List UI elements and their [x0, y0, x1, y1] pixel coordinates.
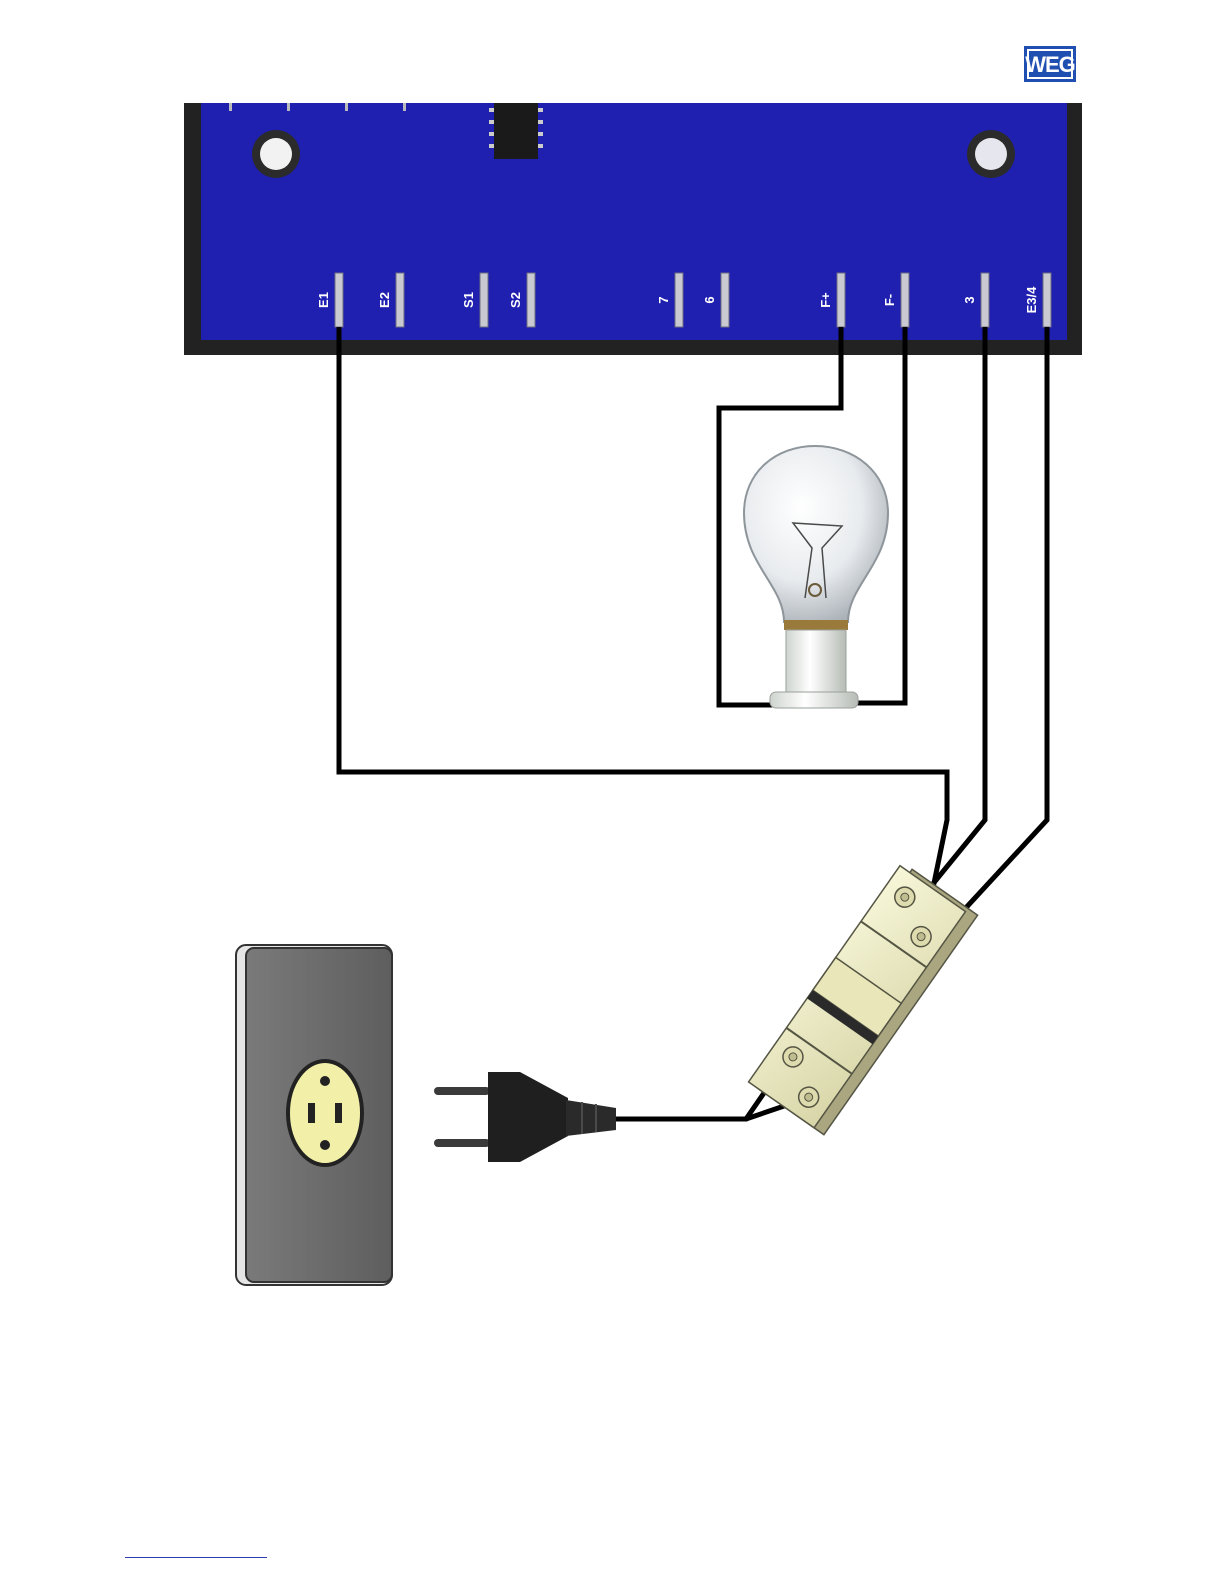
wire-plug: [615, 1090, 766, 1119]
terminal-label: 3: [962, 296, 977, 303]
terminal-label: F-: [882, 294, 897, 306]
outlet-ground-icon: [320, 1076, 330, 1086]
terminal-label: S2: [508, 292, 523, 308]
ic-chip: [489, 103, 543, 159]
wall-outlet: [236, 945, 392, 1285]
wire-3: [932, 327, 985, 885]
terminal-label: 7: [656, 296, 671, 303]
wire-e1: [339, 327, 947, 888]
outlet-slot-icon: [308, 1103, 315, 1123]
terminal-label: E1: [316, 292, 331, 308]
terminal-label: E3/4: [1024, 286, 1039, 314]
power-plug: [434, 1072, 616, 1162]
weg-logo: WEG: [1024, 46, 1076, 82]
outlet-ground-icon: [320, 1140, 330, 1150]
fuse-terminal-block: [749, 862, 978, 1134]
terminal-label: E2: [377, 292, 392, 308]
terminal-label: 6: [702, 296, 717, 303]
wires: [339, 327, 1047, 1119]
control-board: E1 E2 S1 S2 7 6 F+ F- 3 E3/4: [184, 103, 1082, 355]
footer-rule: [125, 1557, 267, 1558]
wire-e34: [962, 327, 1047, 912]
light-bulb: [744, 446, 888, 708]
logo-text: WEG: [1025, 52, 1075, 77]
terminal-label: F+: [818, 292, 833, 308]
terminal-label: S1: [461, 292, 476, 308]
outlet-slot-icon: [335, 1103, 342, 1123]
